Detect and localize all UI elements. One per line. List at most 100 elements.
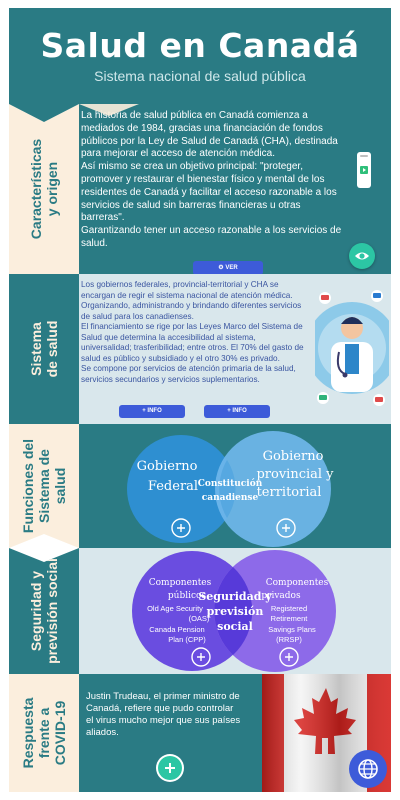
plus-button-right[interactable] [279, 647, 299, 667]
section-covid: Justin Trudeau, el primer ministro de Ca… [79, 674, 391, 792]
phone-speaker-icon [360, 155, 368, 157]
tab-covid: Respuesta frente a COVID-19 [9, 674, 79, 792]
tab-health-system-text: Sistema de salud [28, 320, 60, 378]
right-item-4: (RRSP) [276, 635, 302, 644]
ver-button[interactable]: ⚙ VER [193, 261, 263, 275]
text-line: El financiamiento se rige por las Leyes … [81, 322, 303, 331]
venn-left-line1: Gobierno [137, 459, 198, 474]
plus-icon [158, 756, 182, 780]
section-origin: La historia de salud pública en Canadá c… [79, 104, 391, 276]
section-security: Componentes públicos Old Age Security (O… [79, 548, 391, 674]
text-line: Se compone por servicios de atención pri… [81, 364, 296, 373]
venn-center-line2: canadiense [202, 493, 259, 503]
text-line: para mejorar el acceso de atención médic… [81, 148, 275, 160]
text-line: Garantizando tener un acceso razonable a… [81, 225, 342, 237]
venn-right-line3: territorial [257, 485, 322, 500]
plus-small-icon: + [227, 408, 233, 414]
tab-health-system: Sistema de salud [9, 274, 79, 424]
section-functions: Gobierno Federal Gobierno provincial y t… [79, 424, 391, 548]
text-line: La historia de salud pública en Canadá c… [81, 110, 308, 121]
page-subtitle: Sistema nacional de salud pública [94, 68, 306, 84]
text-line: universalidad; trasferibilidad; entre ot… [81, 343, 304, 352]
left-item-1: Old Age Security [147, 604, 203, 613]
text-line: salud es público y subsidiado y el otro … [81, 353, 280, 363]
header: Salud en Canadá Sistema nacional de salu… [9, 8, 391, 104]
center-line2: previsión [207, 605, 264, 618]
text-line: servicios secundarios y servicios suplem… [81, 374, 260, 384]
plus-button-right[interactable] [276, 518, 296, 538]
venn-security: Componentes públicos Old Age Security (O… [132, 550, 336, 672]
left-item-4: Plan (CPP) [168, 635, 206, 644]
text-line: servicios de salud sin barreras financie… [81, 199, 301, 211]
covid-text: Justin Trudeau, el primer ministro de Ca… [86, 691, 261, 739]
chevron-decoration [9, 104, 139, 122]
text-line: aliados. [86, 727, 119, 738]
info-button-2[interactable]: + INFO [204, 405, 270, 418]
plus-small-icon: + [142, 408, 148, 414]
text-line: Así mismo se crea un objetivo principal:… [81, 161, 303, 173]
text-line: Canadá, refiere que pudo controlar [86, 703, 234, 714]
tab-security: Seguridad y previsión social [9, 548, 79, 674]
doctor-illustration [315, 290, 389, 406]
text-line: Los gobiernos federales, provincial-terr… [81, 280, 279, 289]
venn-right-line1: Gobierno [263, 449, 324, 464]
tab-functions-label: Funciones del Sistema de salud [20, 430, 68, 542]
tab-origin-text: Características y origen [28, 138, 60, 240]
text-line: encargan de regir el sistema nacional de… [81, 290, 293, 300]
view-button[interactable] [349, 243, 375, 269]
origin-text: La historia de salud pública en Canadá c… [81, 110, 351, 251]
text-line: mediados de 1984, gracias una financiaci… [81, 122, 323, 134]
text-line: públicos por la Ley de Salud de Canadá (… [81, 135, 338, 147]
tab-security-text: Seguridad y previsión social [28, 558, 60, 664]
text-line: salud. [81, 237, 108, 249]
ver-button-label: VER [225, 265, 238, 271]
center-line3: social [217, 620, 253, 633]
section-health-system: Los gobiernos federales, provincial-terr… [79, 274, 391, 424]
text-line: Salud que determina la accesibilidad al … [81, 332, 256, 342]
right-title-line2: privados [261, 591, 301, 601]
info-button-label: INFO [232, 408, 247, 414]
tab-covid-label: Respuesta frente a COVID-19 [20, 688, 68, 778]
infographic: Salud en Canadá Sistema nacional de salu… [9, 8, 391, 792]
tab-origin: Características y origen [9, 104, 79, 274]
venn-left-line2: Federal [148, 479, 198, 494]
tab-covid-text: Respuesta frente a COVID-19 [20, 697, 68, 769]
info-button-1[interactable]: + INFO [119, 405, 185, 418]
text-line: de salud para los canadienses. [81, 311, 194, 321]
left-item-3: Canada Pension [149, 625, 204, 634]
page-title: Salud en Canadá [40, 26, 360, 65]
play-icon [360, 166, 368, 174]
right-item-2: Retirement [271, 614, 309, 623]
health-system-text: Los gobiernos federales, provincial-terr… [81, 280, 313, 385]
plus-button-left[interactable] [171, 518, 191, 538]
tab-functions: Funciones del Sistema de salud [9, 424, 79, 548]
eye-small-icon: ⚙ [218, 265, 224, 271]
info-button-label: INFO [147, 408, 162, 414]
venn-center-line1: Constitución [198, 478, 263, 489]
text-line: barreras". [81, 212, 125, 224]
mobile-video-button[interactable] [357, 152, 371, 188]
left-title-line1: Componentes [149, 578, 212, 588]
venn-right-line2: provincial y [256, 467, 334, 482]
tab-functions-text: Funciones del Sistema de salud [20, 438, 68, 534]
text-line: Justin Trudeau, el primer ministro de [86, 691, 240, 702]
globe-button[interactable] [349, 750, 387, 788]
eye-icon [355, 252, 369, 260]
venn-functions: Gobierno Federal Gobierno provincial y t… [127, 431, 334, 547]
tab-health-system-label: Sistema de salud [28, 314, 60, 384]
text-line: Organizando, administrando y brindando d… [81, 301, 302, 310]
right-item-1: Registered [271, 604, 307, 613]
plus-button-covid[interactable] [156, 754, 184, 782]
right-item-3: Savings Plans [268, 625, 316, 634]
globe-icon [358, 759, 378, 779]
tab-security-label: Seguridad y previsión social [28, 556, 60, 666]
plus-button-left[interactable] [191, 647, 211, 667]
tab-origin-label: Características y origen [28, 134, 60, 244]
canada-flag-image [262, 674, 391, 792]
text-line: el virus mucho mejor que sus países [86, 715, 241, 726]
left-title-line2: públicos [168, 590, 207, 601]
center-line1: Seguridad y [198, 590, 272, 603]
left-item-2: (OAS) [189, 614, 210, 623]
text-line: residentes de Canadá y facilitar el acce… [81, 186, 337, 198]
right-title-line1: Componentes [266, 578, 329, 588]
